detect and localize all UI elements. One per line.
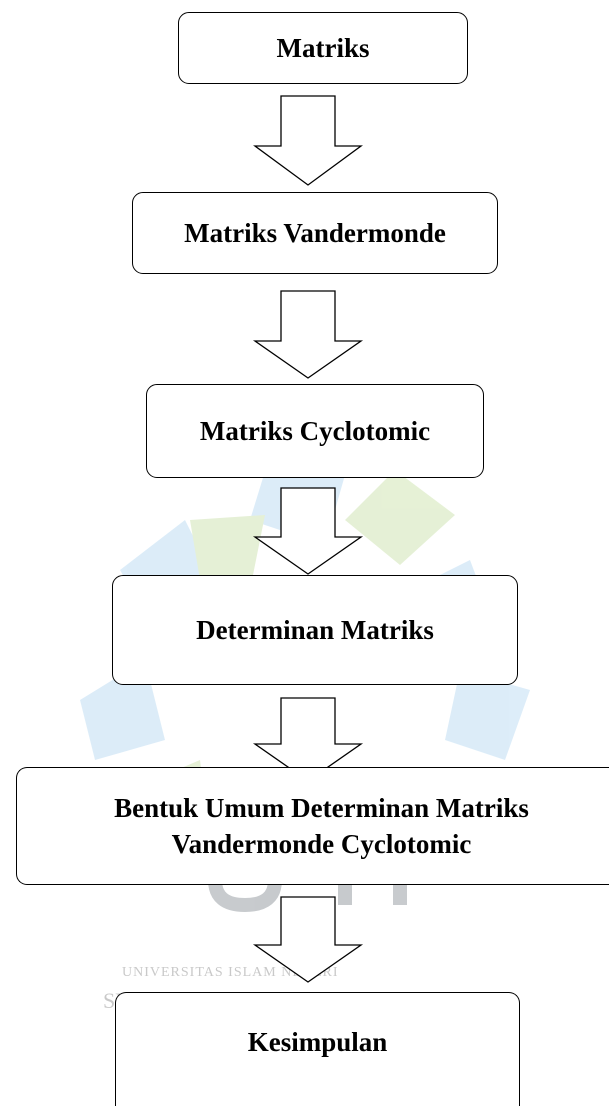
node-kesimpulan: Kesimpulan <box>115 992 520 1106</box>
arrow-down-icon <box>253 95 363 186</box>
node-matriks: Matriks <box>178 12 468 84</box>
node-label: Determinan Matriks <box>196 614 434 645</box>
node-bentuk-umum: Bentuk Umum Determinan Matriks Vandermon… <box>16 767 609 885</box>
arrow-down-icon <box>252 487 364 575</box>
arrow-down-icon <box>252 896 364 983</box>
node-determinan-matriks: Determinan Matriks <box>112 575 518 685</box>
node-label: Bentuk Umum Determinan Matriks Vandermon… <box>114 792 529 859</box>
node-label: Matriks Cyclotomic <box>199 415 431 446</box>
watermark-text: UNIVERSITAS ISLAM NEGERI <box>122 965 339 980</box>
node-label: Matriks <box>276 32 370 63</box>
arrow-down-icon <box>252 697 364 782</box>
arrow-down-icon <box>252 290 364 379</box>
node-label: Kesimpulan <box>247 1027 388 1057</box>
node-matriks-cyclotomic: Matriks Cyclotomic <box>146 384 484 478</box>
node-label: Matriks Vandermonde <box>184 217 446 248</box>
node-matriks-vandermonde: Matriks Vandermonde <box>132 192 498 274</box>
